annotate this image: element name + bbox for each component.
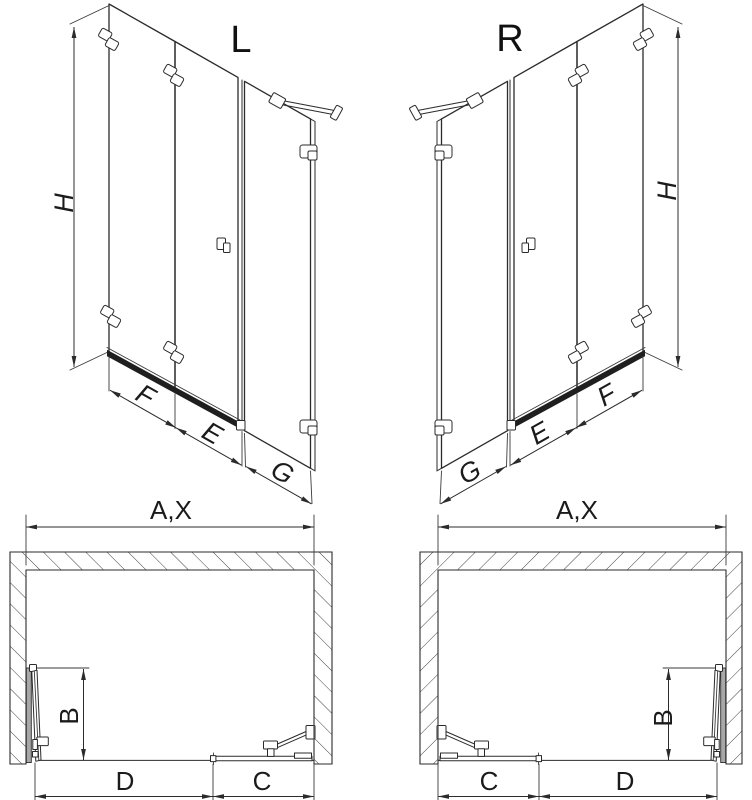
height-dim-label-right: H [652,181,682,201]
fold-depth-label-left: B [54,707,84,724]
height-dim-label-left: H [49,193,79,213]
plan-right-view [420,515,742,800]
door-span-label-left: D [116,766,135,796]
variant-label-right: R [496,18,523,60]
fold-depth-label-right: B [648,709,678,726]
plan-left-view [10,515,332,800]
overall-width-label-right: A,X [556,495,598,525]
door1-dim-label-left: F [131,378,161,413]
fixed-span-label-right: C [480,766,499,796]
door2-dim-label-left: E [197,416,228,451]
door2-dim-label-right: E [524,415,555,450]
fixed-span-label-left: C [253,766,272,796]
door1-dim-label-right: F [592,377,622,412]
overall-width-label-left: A,X [150,495,192,525]
variant-label-left: L [230,19,251,61]
door-span-label-right: D [616,766,635,796]
